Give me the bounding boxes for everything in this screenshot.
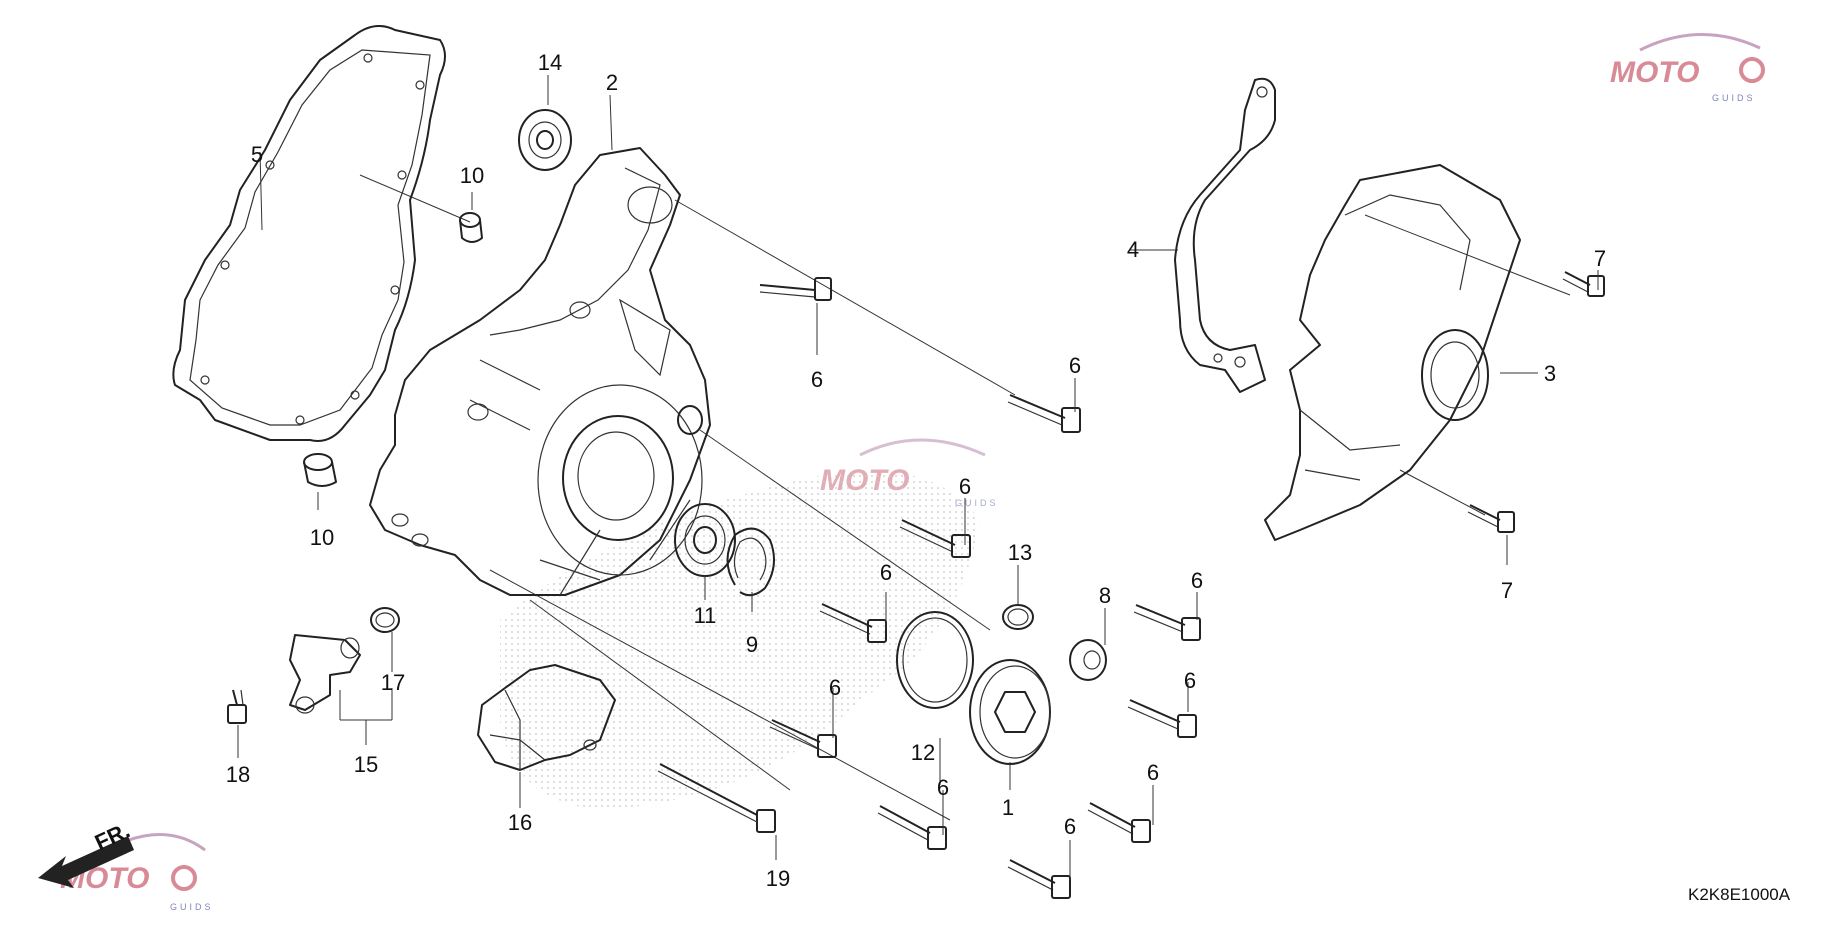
bolt-7-a xyxy=(1562,271,1605,297)
bolt-6-g xyxy=(769,719,837,758)
timing-hole-cap xyxy=(969,659,1051,765)
dowel-pin-upper xyxy=(459,212,483,243)
callout-19: 19 xyxy=(766,866,790,891)
sensor-o-ring xyxy=(370,607,400,633)
callout-6-g: 6 xyxy=(829,675,841,700)
callout-6-c: 6 xyxy=(959,474,971,499)
bolt-6-j xyxy=(1007,859,1071,899)
callout-9: 9 xyxy=(746,632,758,657)
dowel-pin-lower xyxy=(303,453,337,487)
o-ring-large xyxy=(896,611,974,709)
callout-7-top: 7 xyxy=(1594,246,1606,271)
callout-10-bottom: 10 xyxy=(310,525,334,550)
callout-18: 18 xyxy=(226,762,250,787)
bearing-top xyxy=(518,109,572,171)
bolt-6-b xyxy=(1007,394,1081,433)
callout-2: 2 xyxy=(606,70,618,95)
callout-6-j: 6 xyxy=(1064,814,1076,839)
bolt-18 xyxy=(227,689,247,724)
callout-10-top: 10 xyxy=(460,163,484,188)
callout-6-d: 6 xyxy=(880,560,892,585)
front-arrow-icon xyxy=(38,836,134,888)
bolt-7-b xyxy=(1467,504,1515,533)
sensor-cover xyxy=(477,664,616,771)
gasket xyxy=(172,25,446,442)
bolt-6-e xyxy=(1133,604,1201,641)
callout-8: 8 xyxy=(1099,583,1111,608)
callout-11: 11 xyxy=(694,603,717,628)
svg-text:GUIDS: GUIDS xyxy=(1712,93,1756,103)
callout-12: 12 xyxy=(911,740,935,765)
diagram-code: K2K8E1000A xyxy=(1688,885,1791,904)
bolt-19 xyxy=(657,763,776,833)
circlip xyxy=(726,527,775,597)
callouts: 5 10 10 14 2 4 3 7 7 6 6 6 6 13 8 6 6 9 … xyxy=(226,50,1606,891)
bracket xyxy=(1174,77,1276,393)
bolt-6-h xyxy=(1087,802,1151,843)
svg-text:MOTO: MOTO xyxy=(1610,56,1699,89)
bolt-6-f xyxy=(1127,699,1197,738)
plug xyxy=(1069,639,1107,681)
callout-6-b: 6 xyxy=(1069,353,1081,378)
callout-6-h: 6 xyxy=(1147,760,1159,785)
callout-3: 3 xyxy=(1544,361,1556,386)
callout-1: 1 xyxy=(1002,795,1014,820)
speed-sensor xyxy=(289,634,361,714)
o-ring-small xyxy=(1002,604,1034,630)
callout-7-bottom: 7 xyxy=(1501,578,1513,603)
callout-5: 5 xyxy=(251,142,263,167)
bolt-6-c xyxy=(899,519,971,558)
callout-4: 4 xyxy=(1127,237,1139,262)
watermark-top-right: MOTO GUIDS xyxy=(1610,33,1765,103)
bolt-6-i xyxy=(877,805,947,850)
callout-6-f: 6 xyxy=(1184,668,1196,693)
side-cover xyxy=(1264,164,1521,541)
halftone-background xyxy=(500,471,980,810)
callout-6-a: 6 xyxy=(811,367,823,392)
callout-6-e: 6 xyxy=(1191,568,1203,593)
callout-14: 14 xyxy=(538,50,562,75)
bolt-6-d xyxy=(819,603,887,643)
bolt-6-a xyxy=(759,277,832,301)
alignment-lines xyxy=(359,174,1571,821)
watermark-bottom-left: MOTO GUIDS xyxy=(60,833,214,912)
callout-17: 17 xyxy=(381,670,405,695)
svg-text:GUIDS: GUIDS xyxy=(955,498,999,508)
callout-13: 13 xyxy=(1008,540,1032,565)
crankcase-cover xyxy=(369,147,711,596)
callout-leaders xyxy=(237,75,1599,880)
callout-6-i: 6 xyxy=(937,775,949,800)
front-direction-marker: FR. xyxy=(38,818,134,888)
callout-16: 16 xyxy=(508,810,532,835)
bolts xyxy=(227,271,1605,899)
callout-15: 15 xyxy=(354,752,378,777)
svg-text:GUIDS: GUIDS xyxy=(170,902,214,912)
